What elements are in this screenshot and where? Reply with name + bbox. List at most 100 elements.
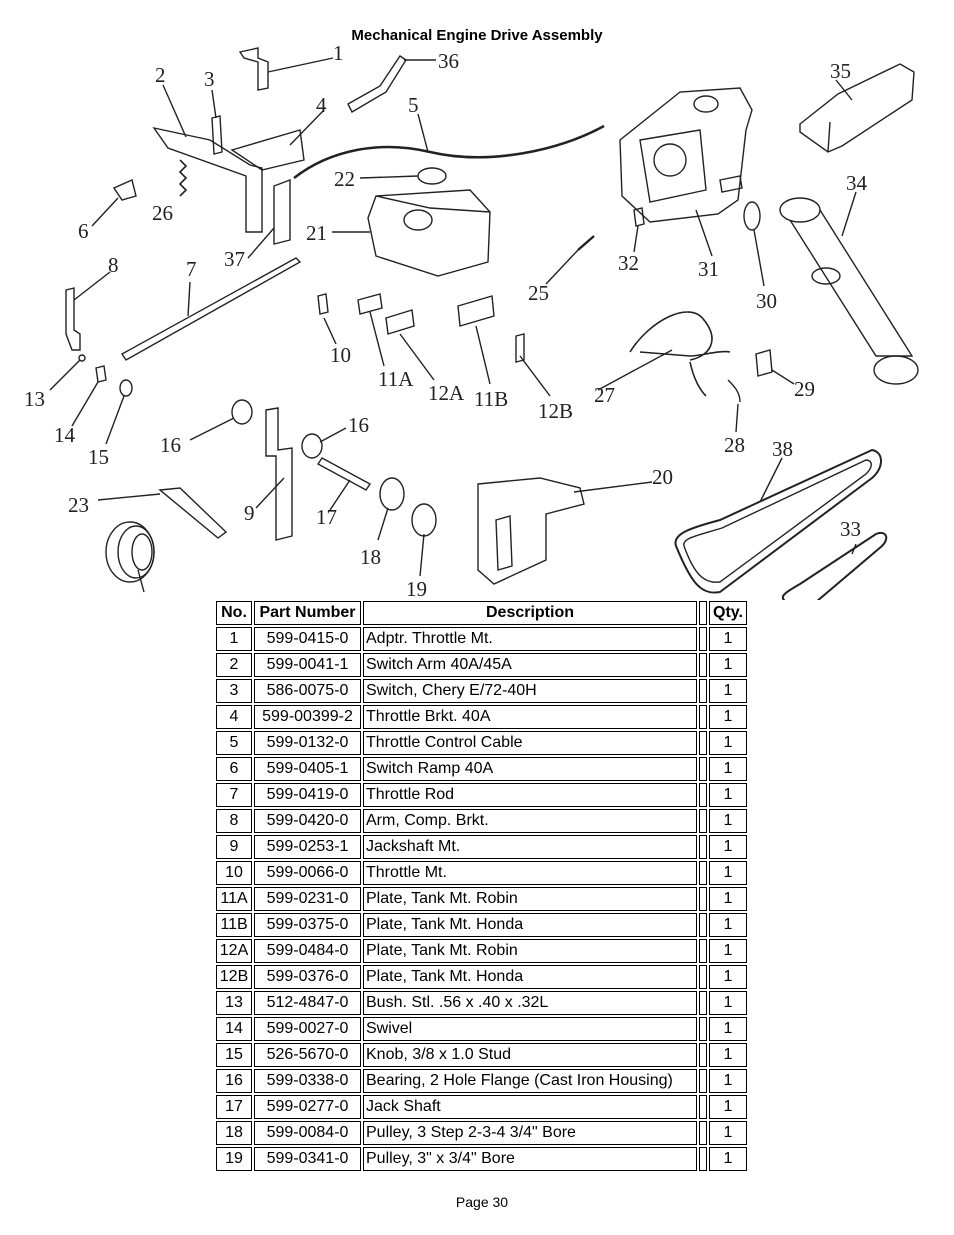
cell-description: Jackshaft Mt. (363, 835, 697, 859)
part-21-fuel-tank (332, 189, 491, 277)
cell-no: 6 (216, 757, 252, 781)
cell-spacer (699, 679, 707, 703)
cell-part-number: 512-4847-0 (254, 991, 361, 1015)
cell-spacer (699, 913, 707, 937)
cell-description: Swivel (363, 1017, 697, 1041)
callout-2: 2 (155, 63, 166, 87)
part-29-bracket (755, 349, 795, 385)
cell-no: 13 (216, 991, 252, 1015)
part-24-pulley (105, 521, 155, 593)
callout-37: 37 (224, 247, 245, 271)
cell-spacer (699, 783, 707, 807)
part-4-throttle-bracket (230, 109, 325, 245)
cell-spacer (699, 1095, 707, 1119)
callout-23: 23 (68, 493, 89, 517)
part-14-swivel (71, 365, 107, 427)
header-qty: Qty. (709, 601, 747, 625)
callout-32: 32 (618, 251, 639, 275)
callout-8: 8 (108, 253, 119, 277)
engine (619, 87, 753, 257)
cell-description: Throttle Rod (363, 783, 697, 807)
part-25-pin (545, 235, 595, 285)
cell-part-number: 599-0376-0 (254, 965, 361, 989)
part-1-bracket (238, 47, 334, 91)
cell-part-number: 599-0041-1 (254, 653, 361, 677)
cell-no: 15 (216, 1043, 252, 1067)
callout-14: 14 (54, 423, 76, 447)
cell-no: 12B (216, 965, 252, 989)
callout-33: 33 (840, 517, 861, 541)
cell-part-number: 599-0405-1 (254, 757, 361, 781)
callout-31: 31 (698, 257, 719, 281)
callout-4: 4 (316, 93, 327, 117)
cell-description: Throttle Brkt. 40A (363, 705, 697, 729)
cell-qty: 1 (709, 991, 747, 1015)
callout-10: 10 (330, 343, 351, 367)
callout-3: 3 (204, 67, 215, 91)
cell-no: 8 (216, 809, 252, 833)
callout-11a: 11A (378, 367, 414, 391)
cell-spacer (699, 1147, 707, 1171)
cell-description: Throttle Mt. (363, 861, 697, 885)
part-3-switch (211, 89, 223, 155)
cell-no: 1 (216, 627, 252, 651)
cell-qty: 1 (709, 809, 747, 833)
cell-qty: 1 (709, 1043, 747, 1067)
page-number: Page 30 (455, 1194, 509, 1210)
callout-25: 25 (528, 281, 549, 305)
callout-36: 36 (438, 49, 459, 73)
cell-qty: 1 (709, 783, 747, 807)
part-38-belt (674, 448, 882, 594)
cell-spacer (699, 991, 707, 1015)
cell-part-number: 599-0066-0 (254, 861, 361, 885)
cell-no: 10 (216, 861, 252, 885)
cell-spacer (699, 653, 707, 677)
callout-24: 24 (140, 597, 162, 600)
part-6-switch-ramp (91, 179, 137, 227)
cell-no: 17 (216, 1095, 252, 1119)
part-9-jackshaft-mount (255, 407, 293, 541)
cell-qty: 1 (709, 731, 747, 755)
callout-15: 15 (88, 445, 109, 469)
part-18-pulley (377, 477, 405, 541)
callout-19: 19 (406, 577, 427, 600)
cell-qty: 1 (709, 705, 747, 729)
callout-6: 6 (78, 219, 89, 243)
callout-28: 28 (724, 433, 745, 457)
cell-spacer (699, 1121, 707, 1145)
callout-7: 7 (186, 257, 197, 281)
cell-qty: 1 (709, 757, 747, 781)
cell-spacer (699, 1017, 707, 1041)
part-12a-plate (385, 309, 435, 381)
cell-qty: 1 (709, 1095, 747, 1119)
part-32-key (633, 207, 645, 253)
cell-spacer (699, 861, 707, 885)
cell-spacer (699, 939, 707, 963)
cell-no: 11B (216, 913, 252, 937)
cell-qty: 1 (709, 913, 747, 937)
cell-qty: 1 (709, 1147, 747, 1171)
exploded-parts-diagram: 1 36 35 2 3 4 5 34 22 6 26 37 21 32 31 3… (24, 41, 919, 600)
cell-qty: 1 (709, 861, 747, 885)
cell-part-number: 599-0027-0 (254, 1017, 361, 1041)
cell-part-number: 599-0484-0 (254, 939, 361, 963)
part-12b-plate (515, 333, 551, 397)
part-20-mount-bracket (477, 477, 653, 585)
cell-qty: 1 (709, 835, 747, 859)
cell-spacer (699, 757, 707, 781)
part-28-connector (727, 379, 741, 433)
cell-description: Bush. Stl. .56 x .40 x .32L (363, 991, 697, 1015)
